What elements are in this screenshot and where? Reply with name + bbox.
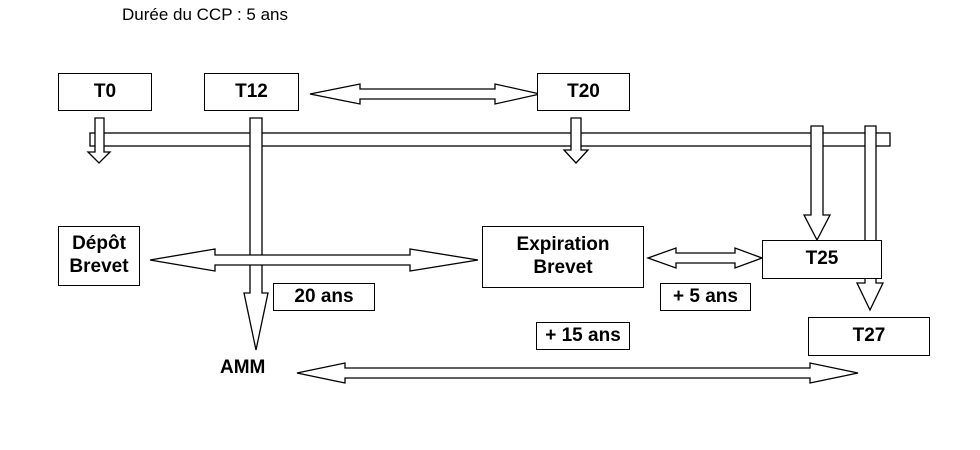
t12-to-amm-arrow <box>243 117 269 351</box>
amm-t27-double-arrow <box>296 362 859 384</box>
depot-expiration-double-arrow <box>149 248 479 272</box>
plus-fifteen-years-box: + 15 ans <box>536 322 630 350</box>
timeline-bar <box>89 132 891 147</box>
t25-box: T25 <box>762 240 882 279</box>
depot-line1: Dépôt <box>72 233 126 255</box>
twenty-years-label: 20 ans <box>294 285 354 307</box>
plus-fifteen-years-label: + 15 ans <box>545 324 621 346</box>
twenty-years-box: 20 ans <box>273 283 375 311</box>
t25-label: T25 <box>805 248 839 270</box>
expiration-line1: Expiration <box>516 234 610 256</box>
t12-label: T12 <box>235 80 268 102</box>
t12-t20-double-arrow <box>309 83 541 105</box>
diagram-title: Durée du CCP : 5 ans <box>122 5 288 24</box>
t27-box: T27 <box>808 317 930 356</box>
expiration-brevet-box: Expiration Brevet <box>482 226 644 288</box>
t0-label: T0 <box>93 80 117 102</box>
t20-box: T20 <box>537 73 630 111</box>
t27-down-arrow <box>855 125 885 312</box>
depot-brevet-box: Dépôt Brevet <box>58 226 140 286</box>
t20-label: T20 <box>567 80 600 102</box>
expiration-line2: Brevet <box>533 257 593 278</box>
t20-down-arrow <box>562 117 590 164</box>
t0-box: T0 <box>58 73 152 111</box>
amm-label: AMM <box>220 357 266 378</box>
t12-box: T12 <box>204 73 299 111</box>
expiration-t25-double-arrow <box>646 247 764 269</box>
t27-label: T27 <box>852 325 886 347</box>
plus-five-years-box: + 5 ans <box>660 283 751 311</box>
depot-line2: Brevet <box>69 256 129 277</box>
t0-down-arrow <box>86 117 112 164</box>
plus-five-years-label: + 5 ans <box>673 285 738 307</box>
t25-down-arrow <box>802 125 832 242</box>
